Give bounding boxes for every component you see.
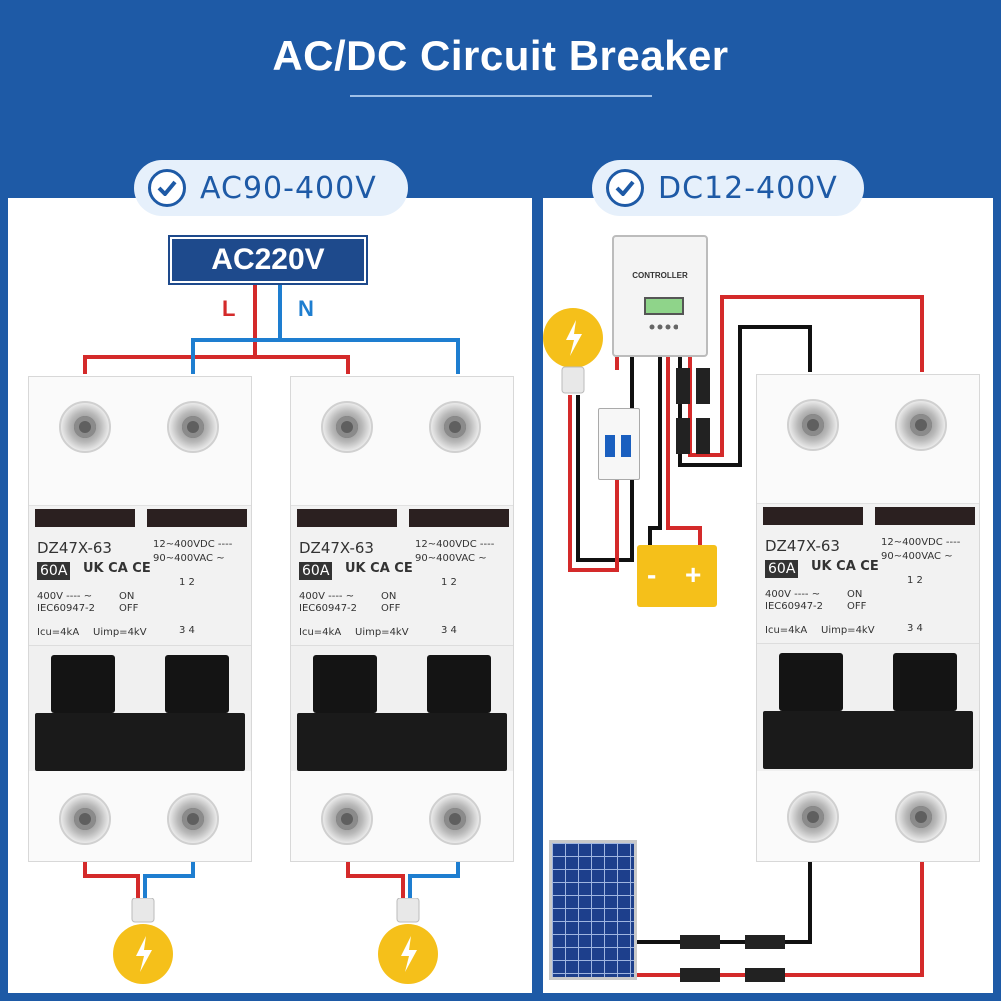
terminal-screw-icon (321, 401, 373, 453)
terminal-screw-icon (787, 399, 839, 451)
icu-rating: Icu=4kA (37, 627, 80, 638)
live-label: L (222, 296, 236, 321)
neutral-label: N (298, 296, 314, 321)
standard: IEC60947-2 (299, 603, 358, 614)
terminal-screw-icon (167, 401, 219, 453)
lightbulb-icon (543, 308, 603, 394)
check-circle-icon (148, 169, 186, 207)
dc-rating: 12~400VDC ---- (881, 537, 961, 548)
off-label: OFF (119, 603, 139, 614)
breaker-lever[interactable] (35, 713, 245, 771)
poles-top: 1 2 (441, 577, 457, 588)
check-circle-icon (606, 169, 644, 207)
off-label: OFF (381, 603, 401, 614)
breaker-handle[interactable] (779, 653, 843, 711)
controller-buttons (648, 317, 679, 330)
standard: IEC60947-2 (765, 601, 824, 612)
on-label: ON (119, 591, 135, 602)
dc-range-pill: DC12-400V (592, 160, 864, 216)
icu-rating: Icu=4kA (765, 625, 808, 636)
voltage-rating: 400V ---- ~ (765, 589, 821, 600)
ac-range-label: AC90-400V (200, 170, 377, 206)
solar-charge-controller: CONTROLLER (612, 235, 708, 357)
breaker-handle[interactable] (427, 655, 491, 713)
icu-rating: Icu=4kA (299, 627, 342, 638)
ac-source-box: AC220V (168, 235, 368, 285)
uimp-rating: Uimp=4kV (821, 625, 875, 636)
breaker-model: DZ47X-63 (299, 539, 374, 557)
voltage-rating: 400V ---- ~ (37, 591, 93, 602)
terminal-screw-icon (429, 401, 481, 453)
page-title: AC/DC Circuit Breaker (272, 32, 729, 79)
on-label: ON (847, 589, 863, 600)
cert-marks: UK CA CE (811, 559, 879, 574)
off-label: OFF (847, 601, 867, 612)
breaker-2: DZ47X-63 60A UK CA CE 12~400VDC ---- 90~… (290, 376, 514, 862)
terminal-screw-icon (787, 791, 839, 843)
breaker-model: DZ47X-63 (37, 539, 112, 557)
breaker-rating: 60A (765, 560, 799, 578)
terminal-screw-icon (167, 793, 219, 845)
breaker-rating: 60A (37, 562, 71, 580)
controller-label: CONTROLLER (632, 271, 688, 280)
breaker-handle[interactable] (165, 655, 229, 713)
breaker-lever[interactable] (763, 711, 973, 769)
uimp-rating: Uimp=4kV (93, 627, 147, 638)
terminal-screw-icon (321, 793, 373, 845)
poles-top: 1 2 (907, 575, 923, 586)
battery-minus: - (647, 559, 657, 590)
dc-range-label: DC12-400V (658, 170, 838, 206)
poles-bottom: 3 4 (179, 625, 195, 636)
title-divider (350, 95, 652, 97)
lightbulb-icon (378, 898, 438, 984)
lightbulb-icon (113, 898, 173, 984)
breaker-handle[interactable] (51, 655, 115, 713)
cert-marks: UK CA CE (83, 561, 151, 576)
breaker-handle[interactable] (313, 655, 377, 713)
breaker-handle[interactable] (893, 653, 957, 711)
voltage-rating: 400V ---- ~ (299, 591, 355, 602)
terminal-screw-icon (59, 793, 111, 845)
terminal-screw-icon (895, 791, 947, 843)
breaker-model: DZ47X-63 (765, 537, 840, 555)
battery-icon: - + (637, 545, 717, 607)
breaker-3: DZ47X-63 60A UK CA CE 12~400VDC ---- 90~… (756, 374, 980, 862)
ac-rating: 90~400VAC ~ (153, 553, 225, 564)
cert-marks: UK CA CE (345, 561, 413, 576)
on-label: ON (381, 591, 397, 602)
controller-display (644, 297, 684, 315)
breaker-1: DZ47X-63 60A UK CA CE 12~400VDC ---- 90~… (28, 376, 252, 862)
mini-breaker (598, 408, 640, 480)
uimp-rating: Uimp=4kV (355, 627, 409, 638)
ac-range-pill: AC90-400V (134, 160, 408, 216)
terminal-screw-icon (429, 793, 481, 845)
standard: IEC60947-2 (37, 603, 96, 614)
breaker-rating: 60A (299, 562, 333, 580)
poles-bottom: 3 4 (441, 625, 457, 636)
dc-rating: 12~400VDC ---- (415, 539, 495, 550)
poles-top: 1 2 (179, 577, 195, 588)
battery-plus: + (685, 559, 702, 590)
terminal-screw-icon (59, 401, 111, 453)
poles-bottom: 3 4 (907, 623, 923, 634)
solar-panel (549, 840, 637, 980)
breaker-lever[interactable] (297, 713, 507, 771)
dc-rating: 12~400VDC ---- (153, 539, 233, 550)
ac-rating: 90~400VAC ~ (881, 551, 953, 562)
ac-rating: 90~400VAC ~ (415, 553, 487, 564)
terminal-screw-icon (895, 399, 947, 451)
